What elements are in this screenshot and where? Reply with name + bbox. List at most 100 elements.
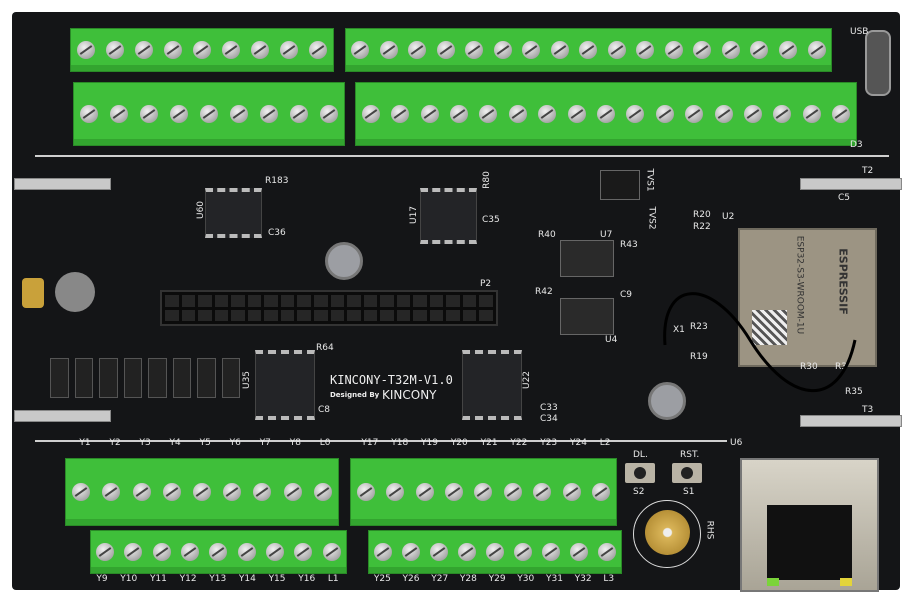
terminal-screw[interactable]	[802, 105, 821, 123]
sma-antenna-connector[interactable]	[645, 510, 690, 555]
terminal-screw[interactable]	[493, 41, 512, 59]
terminal-screw[interactable]	[280, 41, 299, 59]
header-pin	[446, 309, 460, 321]
terminal-screw[interactable]	[664, 41, 683, 59]
terminal-screw[interactable]	[592, 483, 611, 501]
terminal-screw[interactable]	[567, 105, 586, 123]
u17-label: U17	[409, 205, 420, 225]
terminal-screw[interactable]	[222, 41, 241, 59]
terminal-screw[interactable]	[415, 483, 434, 501]
terminal-screw[interactable]	[102, 483, 121, 501]
terminal-screw[interactable]	[685, 105, 704, 123]
terminal-screw[interactable]	[322, 543, 341, 561]
terminal-screw[interactable]	[374, 543, 392, 561]
terminal-screw[interactable]	[290, 105, 308, 123]
terminal-screw[interactable]	[192, 483, 211, 501]
terminal-screw[interactable]	[386, 483, 405, 501]
terminal-screw[interactable]	[163, 41, 182, 59]
terminal-screw[interactable]	[402, 543, 420, 561]
terminal-screw[interactable]	[124, 543, 143, 561]
terminal-screw[interactable]	[351, 41, 370, 59]
terminal-screw[interactable]	[579, 41, 598, 59]
terminal-screw[interactable]	[486, 543, 504, 561]
terminal-screw[interactable]	[562, 483, 581, 501]
u22-label: U22	[522, 370, 533, 390]
terminal-screw[interactable]	[140, 105, 158, 123]
terminal-screw[interactable]	[445, 483, 464, 501]
terminal-screw[interactable]	[134, 41, 153, 59]
terminal-screw[interactable]	[162, 483, 181, 501]
terminal-screw[interactable]	[152, 543, 171, 561]
terminal-screw[interactable]	[132, 483, 151, 501]
terminal-screw[interactable]	[253, 483, 272, 501]
rst-label: RST.	[680, 450, 700, 460]
terminal-screw[interactable]	[474, 483, 493, 501]
terminal-screw[interactable]	[503, 483, 522, 501]
terminal-screw[interactable]	[636, 41, 655, 59]
terminal-screw[interactable]	[743, 105, 762, 123]
terminal-screw[interactable]	[379, 41, 398, 59]
reset-button[interactable]	[672, 463, 702, 483]
terminal-screw[interactable]	[96, 543, 115, 561]
terminal-screw[interactable]	[76, 41, 95, 59]
terminal-screw[interactable]	[80, 105, 98, 123]
download-button[interactable]	[625, 463, 655, 483]
terminal-screw[interactable]	[538, 105, 557, 123]
terminal-screw[interactable]	[465, 41, 484, 59]
terminal-screw[interactable]	[458, 543, 476, 561]
terminal-screw[interactable]	[251, 41, 270, 59]
terminal-screw[interactable]	[105, 41, 124, 59]
terminal-screw[interactable]	[436, 41, 455, 59]
terminal-screw[interactable]	[721, 41, 740, 59]
terminal-screw[interactable]	[320, 105, 338, 123]
terminal-screw[interactable]	[533, 483, 552, 501]
terminal-screw[interactable]	[170, 105, 188, 123]
terminal-screw[interactable]	[313, 483, 332, 501]
terminal-screw[interactable]	[479, 105, 498, 123]
terminal-screw[interactable]	[514, 543, 532, 561]
terminal-screw[interactable]	[598, 543, 616, 561]
terminal-screw[interactable]	[266, 543, 285, 561]
terminal-screw[interactable]	[237, 543, 256, 561]
terminal-screw[interactable]	[714, 105, 733, 123]
terminal-screw[interactable]	[655, 105, 674, 123]
terminal-screw[interactable]	[550, 41, 569, 59]
terminal-screw[interactable]	[408, 41, 427, 59]
rj45-ethernet-port[interactable]	[740, 458, 879, 592]
terminal-screw[interactable]	[778, 41, 797, 59]
usb-c-port[interactable]	[865, 30, 891, 96]
terminal-screw[interactable]	[596, 105, 615, 123]
terminal-screw[interactable]	[570, 543, 588, 561]
terminal-screw[interactable]	[773, 105, 792, 123]
terminal-screw[interactable]	[230, 105, 248, 123]
terminal-screw[interactable]	[309, 41, 328, 59]
terminal-screw[interactable]	[192, 41, 211, 59]
terminal-screw[interactable]	[356, 483, 375, 501]
terminal-screw[interactable]	[72, 483, 91, 501]
terminal-label: Y23	[540, 438, 558, 448]
terminal-screw[interactable]	[181, 543, 200, 561]
terminal-screw[interactable]	[110, 105, 128, 123]
terminal-screw[interactable]	[750, 41, 769, 59]
terminal-screw[interactable]	[508, 105, 527, 123]
terminal-screw[interactable]	[832, 105, 851, 123]
terminal-screw[interactable]	[522, 41, 541, 59]
terminal-screw[interactable]	[361, 105, 380, 123]
terminal-screw[interactable]	[420, 105, 439, 123]
terminal-screw[interactable]	[607, 41, 626, 59]
terminal-screw[interactable]	[283, 483, 302, 501]
terminal-screw[interactable]	[807, 41, 826, 59]
terminal-screw[interactable]	[449, 105, 468, 123]
terminal-screw[interactable]	[260, 105, 278, 123]
terminal-screw[interactable]	[209, 543, 228, 561]
terminal-screw[interactable]	[223, 483, 242, 501]
terminal-screw[interactable]	[294, 543, 313, 561]
tvs1-label: TVS1	[644, 168, 655, 192]
terminal-screw[interactable]	[542, 543, 560, 561]
terminal-screw[interactable]	[693, 41, 712, 59]
terminal-screw[interactable]	[626, 105, 645, 123]
terminal-screw[interactable]	[200, 105, 218, 123]
u2-label: U2	[722, 212, 735, 222]
terminal-screw[interactable]	[391, 105, 410, 123]
terminal-screw[interactable]	[430, 543, 448, 561]
